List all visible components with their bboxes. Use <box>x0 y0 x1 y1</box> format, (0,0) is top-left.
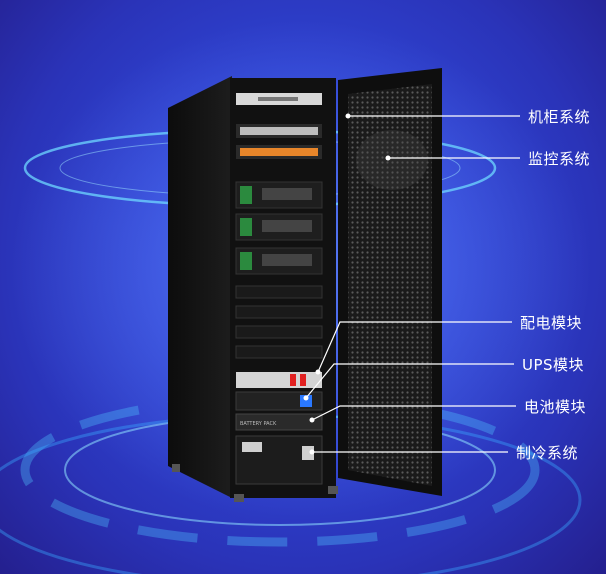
door-fan-shadow <box>356 130 428 190</box>
monitor-screen-line <box>258 97 298 101</box>
label-monitoring-system: 监控系统 <box>528 150 591 168</box>
terminal-strip-2-blocks <box>240 148 318 156</box>
label-power-distribution-module: 配电模块 <box>520 314 583 332</box>
label-battery-module: 电池模块 <box>524 398 587 416</box>
cabinet-foot-door <box>328 486 338 494</box>
cooling-unit <box>235 435 323 485</box>
server-units <box>235 181 323 359</box>
callout-lines <box>305 115 520 453</box>
cabinet-door-mesh <box>348 84 432 486</box>
callout-line-power <box>317 321 512 373</box>
power-distribution-breaker <box>236 372 322 388</box>
cabinet-foot-right <box>234 494 244 502</box>
battery-pack-label: BATTERY PACK <box>240 421 277 427</box>
callout-line-battery <box>311 405 516 421</box>
cabinet-side-panel <box>168 76 232 498</box>
label-ups-module: UPS模块 <box>522 356 585 374</box>
label-cabinet-system: 机柜系统 <box>528 108 591 126</box>
callout-dots <box>303 113 391 455</box>
ups-unit <box>235 391 323 411</box>
cabinet-foot-left <box>172 464 180 472</box>
terminal-strip-1-blocks <box>240 127 318 135</box>
callout-line-ups <box>305 363 514 399</box>
label-cooling-system: 制冷系统 <box>516 444 579 462</box>
battery-pack <box>235 413 323 431</box>
